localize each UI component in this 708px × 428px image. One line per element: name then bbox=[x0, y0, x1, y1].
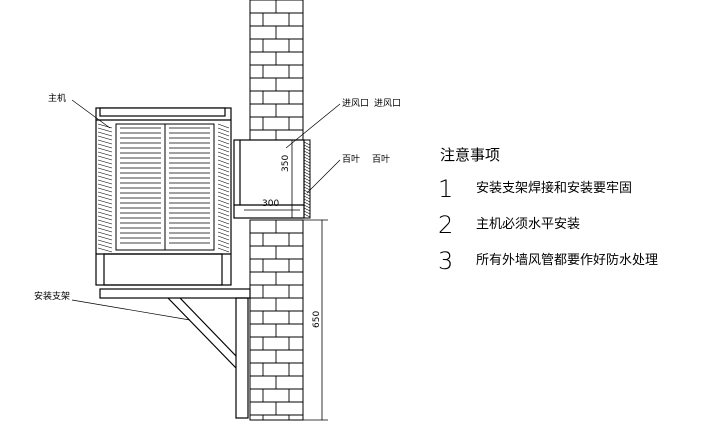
main-unit bbox=[95, 107, 232, 286]
dimension-650: 650 bbox=[312, 310, 322, 328]
note-text: 安装支架焊接和安装要牢固 bbox=[476, 181, 633, 196]
louver-label-1: 百叶 bbox=[342, 155, 361, 165]
note-number: 3 bbox=[438, 247, 454, 275]
louver-label-2: 百叶 bbox=[372, 155, 391, 165]
note-number: 1 bbox=[438, 175, 454, 203]
note-text: 主机必须水平安装 bbox=[476, 217, 581, 232]
air-inlet-label-1: 进风口 bbox=[342, 99, 370, 109]
dimension-350: 350 bbox=[281, 154, 291, 172]
bracket-label: 安装支架 bbox=[34, 292, 71, 302]
dimension-lines bbox=[244, 139, 328, 421]
leader-lines bbox=[71, 99, 341, 321]
dimension-300: 300 bbox=[262, 199, 280, 209]
note-number: 2 bbox=[438, 211, 454, 239]
air-inlet-label-2: 进风口 bbox=[374, 99, 402, 109]
outer-louver bbox=[303, 139, 311, 219]
mounting-bracket bbox=[99, 288, 251, 419]
notes-title: 注意事项 bbox=[440, 146, 501, 164]
main-unit-label: 主机 bbox=[48, 94, 67, 104]
louver-grille bbox=[115, 123, 215, 251]
note-text: 所有外墙风管都要作好防水处理 bbox=[476, 253, 659, 268]
